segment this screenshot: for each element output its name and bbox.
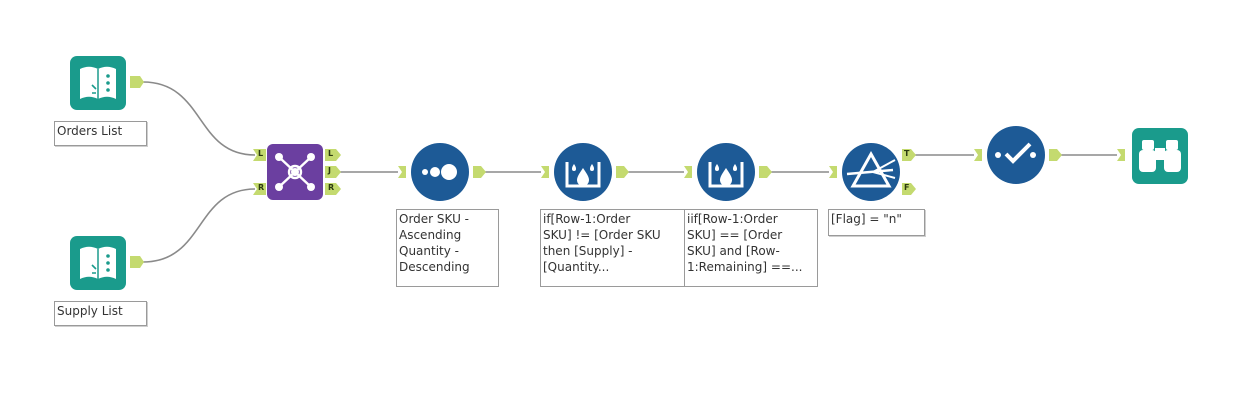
orders-input-tool[interactable] xyxy=(68,55,148,111)
join-tool[interactable]: L R L J R xyxy=(252,141,344,203)
sort-icon xyxy=(398,143,486,201)
sort-tool[interactable] xyxy=(396,142,488,202)
select-check-icon xyxy=(974,126,1062,184)
filter-anchor-label-true: T xyxy=(904,149,910,158)
join-anchor-label-out-join: J xyxy=(328,166,331,175)
book-input-icon xyxy=(70,56,144,110)
output-anchor xyxy=(130,76,144,88)
connection-supply-to-join[interactable] xyxy=(142,188,256,263)
input-anchor-left xyxy=(253,149,266,161)
formula-icon xyxy=(541,143,629,201)
join-anchor-label-in-left: L xyxy=(258,149,264,158)
input-anchor xyxy=(1117,149,1125,161)
join-icon xyxy=(253,144,341,200)
input-anchor-right xyxy=(253,183,266,195)
formula-1-annotation: if[Row-1:Order SKU] != [Order SKU then [… xyxy=(540,209,685,287)
join-anchor-label-out-right: R xyxy=(328,183,335,192)
connection-orders-to-join[interactable] xyxy=(142,81,256,156)
output-anchor xyxy=(1049,149,1062,161)
orders-input-label: Orders List xyxy=(54,121,147,146)
formula-tool-1[interactable] xyxy=(539,142,631,202)
input-anchor xyxy=(684,166,692,178)
input-anchor xyxy=(541,166,549,178)
input-anchor xyxy=(974,149,982,161)
supply-input-label: Supply List xyxy=(54,301,147,326)
join-anchor-label-in-right: R xyxy=(258,183,265,192)
binoculars-icon xyxy=(1117,128,1188,184)
join-anchor-label-out-left: L xyxy=(328,149,334,158)
select-tool[interactable] xyxy=(972,126,1064,186)
output-anchor xyxy=(473,166,486,178)
sort-annotation: Order SKU - Ascending Quantity - Descend… xyxy=(396,209,499,287)
filter-icon xyxy=(829,143,916,201)
input-anchor xyxy=(829,166,837,178)
output-anchor-join xyxy=(325,166,341,178)
filter-annotation: [Flag] = "n" xyxy=(828,209,925,236)
output-anchor xyxy=(759,166,772,178)
book-input-icon xyxy=(70,236,144,290)
filter-tool[interactable]: T F xyxy=(827,142,919,202)
browse-tool[interactable] xyxy=(1115,126,1191,186)
output-anchor-left xyxy=(325,149,341,161)
formula-2-annotation: iif[Row-1:Order SKU] == [Order SKU] and … xyxy=(684,209,818,287)
output-anchor xyxy=(130,256,144,268)
output-anchor-true xyxy=(902,149,916,161)
output-anchor xyxy=(616,166,629,178)
supply-input-tool[interactable] xyxy=(68,235,148,291)
formula-icon xyxy=(684,143,772,201)
input-anchor xyxy=(398,166,406,178)
output-anchor-right xyxy=(325,183,341,195)
filter-anchor-label-false: F xyxy=(904,183,910,192)
formula-tool-2[interactable] xyxy=(682,142,774,202)
output-anchor-false xyxy=(902,183,916,195)
